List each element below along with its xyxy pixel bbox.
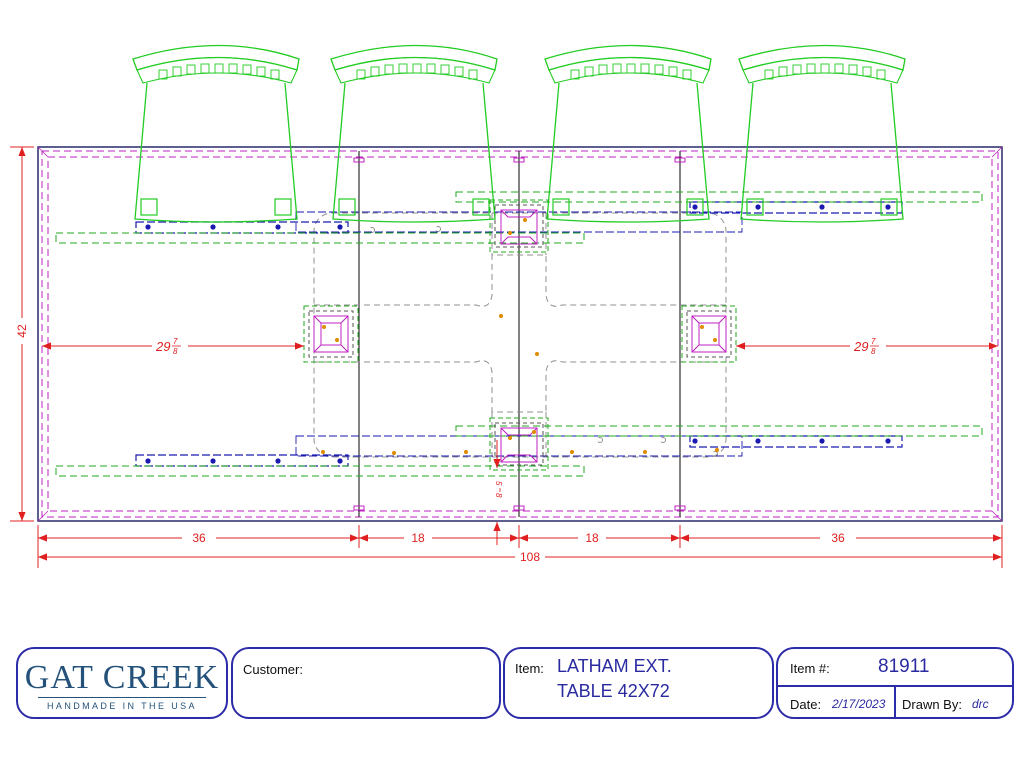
joint-tabs — [353, 157, 686, 511]
date-value: 2/17/2023 — [832, 697, 886, 711]
dim-right-offset-whole: 29 — [853, 339, 868, 354]
info-divider-vertical — [894, 685, 896, 717]
chair-4 — [738, 44, 906, 223]
base-hidden-lines — [313, 212, 727, 458]
dim-gap-num: 5 — [494, 481, 503, 486]
chair-1 — [132, 44, 300, 223]
leg-posts — [303, 199, 737, 471]
logo-rule — [38, 697, 206, 698]
dim-overall-width: 42 — [15, 324, 29, 338]
item-number-value: 81911 — [878, 656, 930, 677]
item-number-label: Item #: — [790, 661, 830, 676]
dim-right-offset-num: 7 — [871, 337, 876, 346]
dimension-lines — [10, 146, 1003, 568]
dim-18-right: 18 — [585, 531, 599, 545]
item-info-box: Item #: 81911 Date: 2/17/2023 Drawn By: … — [776, 647, 1014, 719]
drawn-by-label: Drawn By: — [902, 697, 962, 712]
leg-post-left — [303, 305, 359, 363]
item-description-line1: LATHAM EXT. — [557, 656, 672, 676]
dim-36-left: 36 — [192, 531, 206, 545]
date-label: Date: — [790, 697, 822, 712]
dim-left-offset-den: 8 — [173, 347, 178, 356]
dim-36-right: 36 — [831, 531, 845, 545]
dim-18-left: 18 — [411, 531, 425, 545]
dim-left-offset-num: 7 — [173, 337, 178, 346]
customer-label: Customer: — [243, 662, 303, 677]
item-description-line2: TABLE 42X72 — [557, 681, 670, 701]
item-label: Item: — [515, 661, 544, 676]
logo-box: GAT CREEK HANDMADE IN THE USA — [16, 647, 228, 719]
dimension-text: 36 18 18 36 108 42 29 7 8 29 7 8 5 8 — [15, 324, 879, 564]
leg-post-top — [489, 199, 549, 253]
dim-gap-den: 8 — [494, 493, 503, 498]
apron-outlines — [55, 191, 983, 477]
drawn-by-value: drc — [972, 697, 989, 711]
dim-right-offset-den: 8 — [871, 347, 876, 356]
rail-screws — [145, 204, 891, 464]
dim-left-offset-whole: 29 — [155, 339, 170, 354]
item-box: Item: LATHAM EXT. TABLE 42X72 — [503, 647, 774, 719]
dim-overall-length: 108 — [520, 550, 540, 564]
chair-2 — [330, 44, 498, 223]
leg-post-right — [681, 305, 737, 363]
chair-3 — [544, 44, 712, 223]
company-tagline: HANDMADE IN THE USA — [47, 701, 197, 711]
hardware-points — [321, 314, 719, 455]
customer-box: Customer: — [231, 647, 501, 719]
table-top — [37, 146, 1003, 522]
leg-post-bottom — [489, 417, 549, 471]
company-logo: GAT CREEK — [24, 659, 220, 696]
